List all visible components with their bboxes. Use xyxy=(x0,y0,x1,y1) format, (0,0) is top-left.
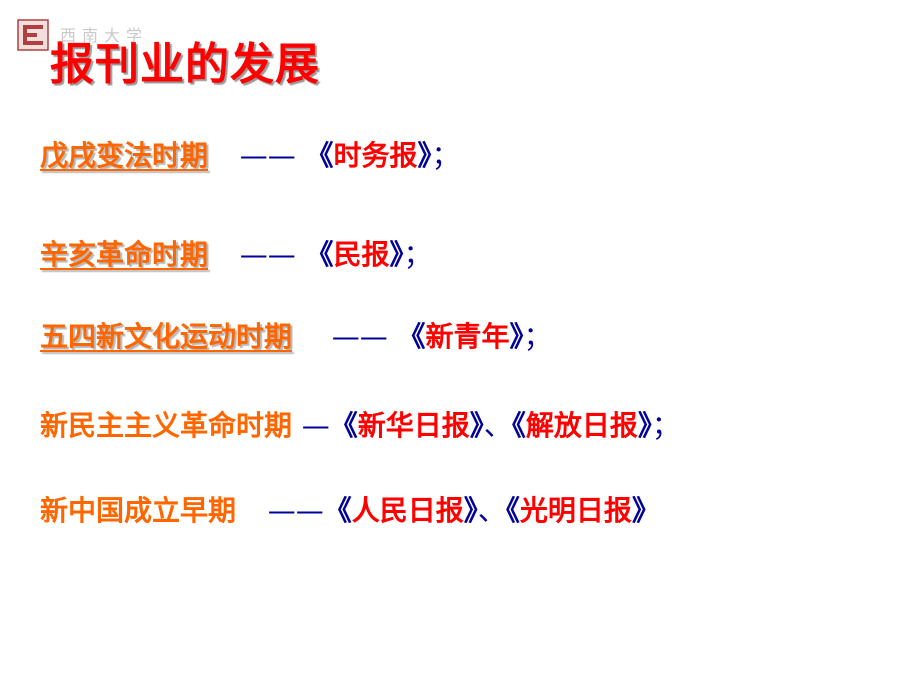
row-xinzhongguo: 新中国成立早期 ——《人民日报》、《光明日报》 xyxy=(40,489,660,529)
open-bracket: 《 xyxy=(511,409,526,442)
open-bracket: 《 xyxy=(323,494,352,527)
newspaper-name: 时务报 xyxy=(333,139,418,172)
open-bracket: 《 xyxy=(305,238,334,271)
dash: —— xyxy=(239,139,296,172)
period-label: 五四新文化运动时期 xyxy=(40,320,293,353)
newspaper-name: 新青年 xyxy=(425,320,510,353)
close-bracket: 》 xyxy=(631,494,660,527)
open-bracket: 《 xyxy=(397,320,426,353)
close-bracket: 》 xyxy=(463,494,478,527)
open-bracket: 《 xyxy=(329,409,358,442)
dash: —— xyxy=(267,494,324,527)
period-label: 新中国成立早期 xyxy=(40,494,237,527)
end-punct: ； xyxy=(651,409,680,442)
period-label: 戊戌变法时期 xyxy=(40,139,209,172)
row-wusi: 五四新文化运动时期 —— 《新青年》； xyxy=(40,315,552,355)
close-bracket: 》 xyxy=(637,409,652,442)
page-title: 报刊业的发展 xyxy=(50,39,320,90)
row-xinminzhu: 新民主主义革命时期 —《新华日报》、《解放日报》； xyxy=(40,404,680,444)
end-punct: ； xyxy=(523,320,552,353)
period-label: 辛亥革命时期 xyxy=(40,238,209,271)
newspaper-name: 光明日报 xyxy=(519,494,632,527)
row-wuxu: 戊戌变法时期 —— 《时务报》； xyxy=(40,134,460,174)
dash: —— xyxy=(331,320,388,353)
period-label: 新民主主义革命时期 xyxy=(40,409,293,442)
logo-icon xyxy=(17,19,49,51)
end-punct: ； xyxy=(431,139,460,172)
newspaper-name: 新华日报 xyxy=(357,409,470,442)
close-bracket: 》 xyxy=(417,139,432,172)
watermark: 西南大学 xyxy=(60,26,149,45)
close-bracket: 》 xyxy=(509,320,524,353)
separator: 、 xyxy=(477,494,506,527)
newspaper-name: 人民日报 xyxy=(351,494,464,527)
dash: —— xyxy=(239,238,296,271)
row-xinhai: 辛亥革命时期 —— 《民报》； xyxy=(40,233,432,273)
close-bracket: 》 xyxy=(469,409,484,442)
separator: 、 xyxy=(483,409,512,442)
open-bracket: 《 xyxy=(305,139,334,172)
end-punct: ； xyxy=(403,238,432,271)
newspaper-name: 民报 xyxy=(333,238,390,271)
close-bracket: 》 xyxy=(389,238,404,271)
open-bracket: 《 xyxy=(505,494,520,527)
dash: — xyxy=(301,409,330,442)
newspaper-name: 解放日报 xyxy=(525,409,638,442)
